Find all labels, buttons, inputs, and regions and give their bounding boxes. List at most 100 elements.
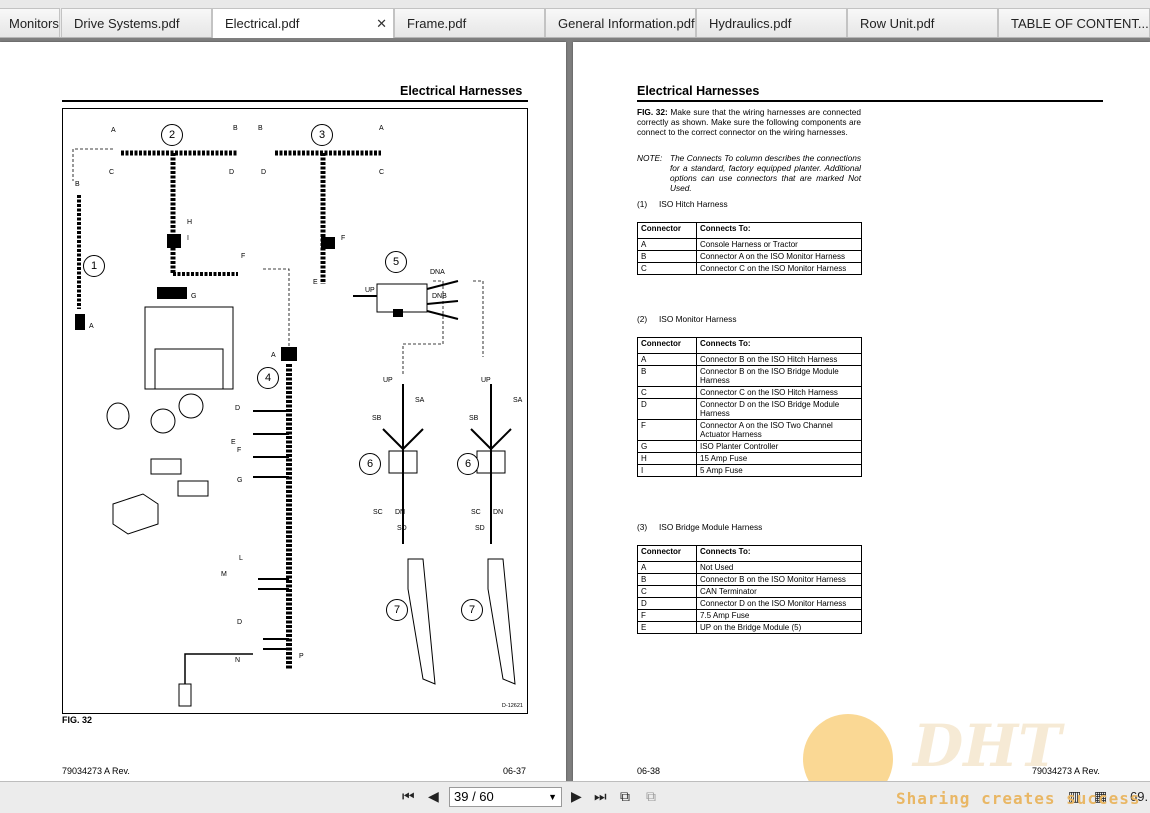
label-p: P	[299, 653, 304, 660]
chevron-down-icon[interactable]: ▼	[548, 792, 557, 802]
callout-7-right: 7	[461, 599, 483, 621]
watermark-slogan: Sharing creates success	[896, 789, 1141, 808]
label-a: A	[111, 127, 116, 134]
callout-5: 5	[385, 251, 407, 273]
label-up: UP	[365, 287, 375, 294]
bottom-toolbar: ⏮ ◀ 39 / 60 ▼ ▶ ⏭ ⧉ ⧉ ▥ ▦ 69.	[0, 781, 1150, 813]
tab-frame[interactable]: Frame.pdf	[394, 8, 545, 37]
tab-monitors[interactable]: Monitors...	[0, 8, 60, 37]
page-title: Electrical Harnesses	[637, 84, 760, 98]
label-dn-right: DN	[493, 509, 504, 516]
copy-view-icon[interactable]: ⧉	[646, 788, 656, 804]
callout-1: 1	[83, 255, 105, 277]
figure-description: FIG. 32: Make sure that the wiring harne…	[637, 107, 861, 137]
label-b: B	[233, 125, 238, 132]
label-sd-right: SD	[475, 525, 485, 532]
label-a4: A	[271, 352, 276, 359]
next-page-icon[interactable]: ▶	[571, 788, 582, 804]
pdf-page-right: Electrical Harnesses FIG. 32: Make sure …	[573, 42, 1150, 804]
footer-right: 79034273 A Rev.	[1032, 766, 1100, 776]
header-rule	[637, 100, 1103, 102]
section-heading-1: (1)ISO Hitch Harness	[637, 199, 728, 209]
callout-6-left: 6	[359, 453, 381, 475]
header-rule	[62, 100, 528, 102]
first-page-icon[interactable]: ⏮	[402, 788, 415, 804]
footer-left: 79034273 A Rev.	[62, 766, 130, 776]
label-a2: A	[379, 125, 384, 132]
pdf-page-left: Electrical Harnesses	[0, 42, 566, 781]
page-layout-icon[interactable]: ▥	[1068, 788, 1082, 804]
previous-page-icon[interactable]: ◀	[428, 788, 439, 804]
section-heading-3: (3)ISO Bridge Module Harness	[637, 522, 763, 532]
harness-diagram: 1 2 3 4 5 6 6 7 7 A B B A C C D D B H I …	[62, 108, 528, 714]
label-f: F	[241, 253, 246, 260]
label-g: G	[191, 293, 197, 300]
figure-label: FIG. 32	[62, 715, 93, 725]
tab-table-of-contents[interactable]: TABLE OF CONTENT....	[998, 8, 1150, 37]
callout-4: 4	[257, 367, 279, 389]
label-sb-right: SB	[469, 415, 479, 422]
tab-drive-systems[interactable]: Drive Systems.pdf	[61, 8, 212, 37]
label-n: N	[235, 657, 241, 664]
zoom-value[interactable]: 69.	[1130, 789, 1149, 804]
callout-6-right: 6	[457, 453, 479, 475]
tab-electrical[interactable]: Electrical.pdf ✕	[212, 8, 394, 38]
page-number-input[interactable]: 39 / 60 ▼	[449, 787, 562, 807]
label-b3: B	[75, 181, 80, 188]
label-l: L	[239, 555, 243, 562]
page-title: Electrical Harnesses	[400, 84, 523, 98]
two-page-layout-icon[interactable]: ▦	[1094, 788, 1108, 804]
rotate-view-icon[interactable]: ⧉	[620, 788, 630, 804]
label-h: H	[187, 219, 193, 226]
label-sb-left: SB	[372, 415, 382, 422]
callout-7-left: 7	[386, 599, 408, 621]
label-e2: E	[231, 439, 236, 446]
label-up-left: UP	[383, 377, 393, 384]
label-m: M	[221, 571, 227, 578]
label-sa-left: SA	[415, 397, 425, 404]
label-d4: D	[237, 619, 243, 626]
label-g2: G	[237, 477, 243, 484]
label-c: C	[109, 169, 115, 176]
label-f2: F	[341, 235, 346, 242]
callout-2: 2	[161, 124, 183, 146]
tab-general-information[interactable]: General Information.pdf	[545, 8, 696, 37]
label-sc-right: SC	[471, 509, 481, 516]
note: NOTE: The Connects To column describes t…	[637, 153, 861, 193]
label-d2: D	[261, 169, 267, 176]
label-sd-left: SD	[397, 525, 407, 532]
label-c2: C	[379, 169, 385, 176]
footer-page-number: 06-37	[503, 766, 527, 776]
label-dnb: DNB	[432, 293, 447, 300]
last-page-icon[interactable]: ⏭	[594, 788, 607, 804]
label-i: I	[187, 235, 189, 242]
label-sa-right: SA	[513, 397, 523, 404]
label-b2: B	[258, 125, 263, 132]
close-tab-icon[interactable]: ✕	[376, 16, 387, 31]
label-e: E	[313, 279, 318, 286]
label-sc-left: SC	[373, 509, 383, 516]
section-heading-2: (2)ISO Monitor Harness	[637, 314, 737, 324]
footer-page-number: 06-38	[637, 766, 661, 776]
tab-hydraulics[interactable]: Hydraulics.pdf	[696, 8, 847, 37]
diagram-code: D-12621	[501, 703, 523, 709]
tab-row-unit[interactable]: Row Unit.pdf	[847, 8, 998, 37]
